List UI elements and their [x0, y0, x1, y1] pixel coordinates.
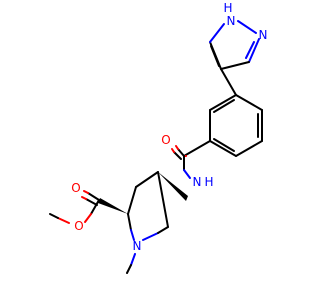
- amide-oxygen-label: O: [161, 133, 170, 147]
- bond-amide-co-double-b: [171, 148, 175, 153]
- bond-amide-co-b: [175, 145, 179, 150]
- bond-ph-6-double: [213, 99, 235, 113]
- bond-ph-1: [235, 94, 263, 111]
- bond-pyrrolidine-c4-c3: [135, 171, 159, 188]
- bond-pyr-c5-n1: [209, 23, 225, 43]
- bond-pyr-n1-n2: [237, 20, 257, 34]
- ester-carbonyl-oxygen-label: O: [71, 181, 80, 195]
- bond-n-methyl-b: [126, 264, 132, 274]
- wedge-bond-c2-ester: [98, 198, 128, 214]
- bond-amide-co-double-a: [173, 151, 182, 160]
- bond-ester-co-double-a: [85, 198, 98, 206]
- amide-nh-n-label: N: [193, 175, 202, 189]
- bond-pyrazole-phenyl: [220, 68, 237, 96]
- amide-group: [171, 140, 211, 179]
- bond-n-methyl-a: [130, 253, 136, 266]
- pyrrolidine-ring: [127, 171, 169, 241]
- bond-carbonyl-n-b: [183, 169, 191, 179]
- bond-pyr-c3-c4: [220, 61, 250, 70]
- bond-ester-c-o-b: [84, 213, 92, 223]
- bond-ester-co-b: [83, 190, 89, 194]
- molecule-structure: H N N O N H O O N: [49, 1, 268, 274]
- bond-pyrrolidine-c2-n-b: [130, 229, 135, 241]
- bond-pyrrolidine-n-c5-b: [157, 226, 169, 234]
- pyrazole-nh-label: N: [227, 14, 236, 28]
- bond-pyr-n2-c3: [248, 38, 260, 63]
- pyrrolidine-nitrogen-label: N: [133, 239, 142, 253]
- ester-ether-oxygen-label: O: [74, 219, 83, 233]
- bond-pyrrolidine-c3-c2: [127, 186, 137, 215]
- amide-nh-h-label: H: [204, 175, 213, 189]
- bond-ph-4-double: [213, 138, 235, 152]
- bond-ester-o-methyl-a: [57, 217, 70, 224]
- ester-group: [49, 190, 100, 224]
- bond-pyr-c4-c5-double: [210, 45, 220, 67]
- bond-ph-6: [209, 94, 237, 111]
- benzene-ring: [209, 94, 263, 157]
- pyrazole-ring: [209, 20, 260, 70]
- bond-ph-4: [209, 140, 237, 157]
- bond-phenyl-carbonyl: [183, 140, 211, 157]
- bond-ester-co-a: [87, 192, 100, 201]
- pyrazole-h-label: H: [223, 1, 232, 15]
- bond-ester-o-methyl-b: [49, 213, 59, 219]
- bond-ph-3: [235, 140, 263, 157]
- bond-ester-co-double-b: [81, 196, 87, 200]
- bond-pyr-n2-c3-double: [245, 41, 255, 59]
- bond-amide-co-a: [177, 148, 185, 157]
- bond-ester-c-o-a: [90, 199, 100, 215]
- wedge-bond-c4-nh: [158, 172, 188, 201]
- bond-pyrrolidine-c2-n-a: [127, 213, 132, 231]
- bond-pyrrolidine-n-c5-a: [142, 232, 159, 241]
- pyrazole-n-label: N: [259, 28, 268, 42]
- bond-pyrrolidine-c5-c4: [157, 171, 169, 228]
